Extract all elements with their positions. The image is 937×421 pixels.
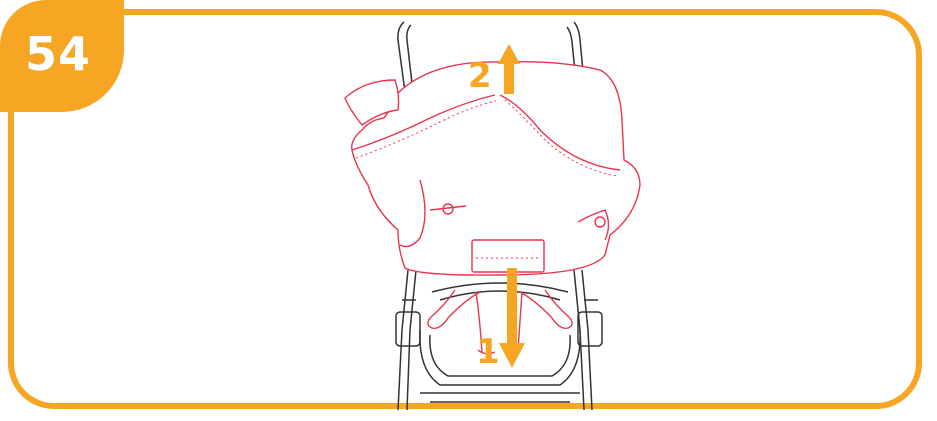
arrow-label-1: 1 [476, 332, 500, 372]
arrow-label-2: 2 [468, 56, 492, 96]
seat-fabric [345, 62, 640, 275]
